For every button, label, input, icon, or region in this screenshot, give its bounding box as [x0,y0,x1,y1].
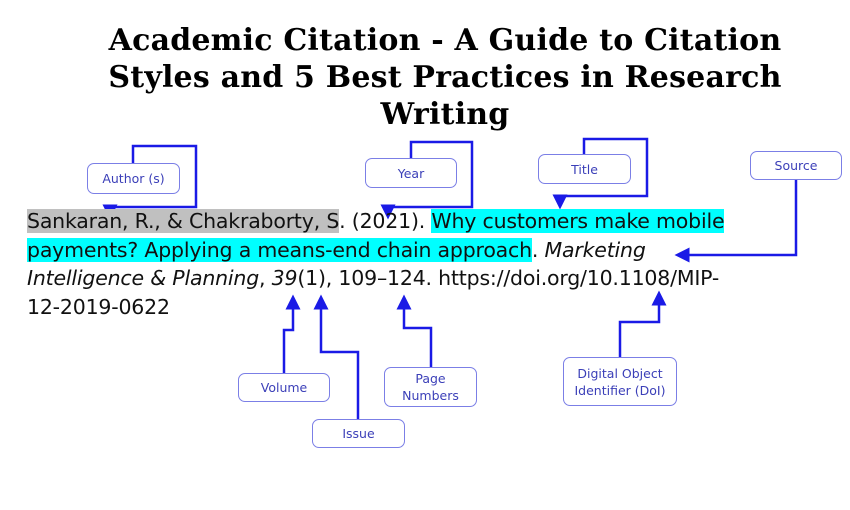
title-label-box: Title [538,154,631,184]
title-line-1: Academic Citation - A Guide to Citation [108,23,782,58]
citation-year: . (2021). [339,209,432,233]
title-label: Title [571,161,598,177]
issue-label-box: Issue [312,419,405,448]
citation-pages: , 109–124. [325,266,439,290]
page-numbers-label-line1: Page [415,371,446,386]
citation-after-title: . [531,237,545,262]
issue-label: Issue [342,426,375,441]
author-label-box: Author (s) [87,163,180,194]
citation-volume: 39 [271,266,298,290]
citation-journal-part1: Marketing [544,237,646,262]
source-label: Source [774,158,818,173]
citation-doi-part2: 12-2019-0622 [27,294,170,319]
page-title: Academic Citation - A Guide to Citation … [40,22,850,133]
page-numbers-label-box: Page Numbers [384,367,477,407]
citation-sep: , [259,266,272,290]
year-label: Year [397,165,425,181]
citation-journal-part2: Intelligence & Planning [27,266,260,290]
volume-label-box: Volume [238,373,330,402]
citation-title-part1: Why customers make mobile [431,209,725,233]
citation-example: Sankaran, R., & Chakraborty, S. (2021). … [27,207,787,321]
citation-line-2: payments? Applying a means-end chain app… [27,236,787,265]
doi-label-line1: Digital Object [577,365,663,381]
citation-issue: (1) [297,266,326,290]
volume-label: Volume [260,380,308,395]
source-label-box: Source [750,151,842,180]
page-numbers-label-line2: Numbers [402,388,459,403]
author-label: Author (s) [102,171,165,186]
citation-line-4: 12-2019-0622 [27,293,787,322]
citation-doi-part1: https://doi.org/10.1108/MIP- [438,266,720,290]
doi-label-line2: Identifier (DoI) [574,382,666,398]
citation-line-3: Intelligence & Planning, 39(1), 109–124.… [27,264,787,293]
year-label-box: Year [365,158,457,188]
citation-line-1: Sankaran, R., & Chakraborty, S. (2021). … [27,207,787,236]
doi-label-box: Digital Object Identifier (DoI) [563,357,677,406]
title-line-2: Styles and 5 Best Practices in Research [108,60,782,95]
title-line-3: Writing [380,97,510,132]
citation-authors: Sankaran, R., & Chakraborty, S [27,209,340,233]
citation-title-part2: payments? Applying a means-end chain app… [27,237,532,262]
